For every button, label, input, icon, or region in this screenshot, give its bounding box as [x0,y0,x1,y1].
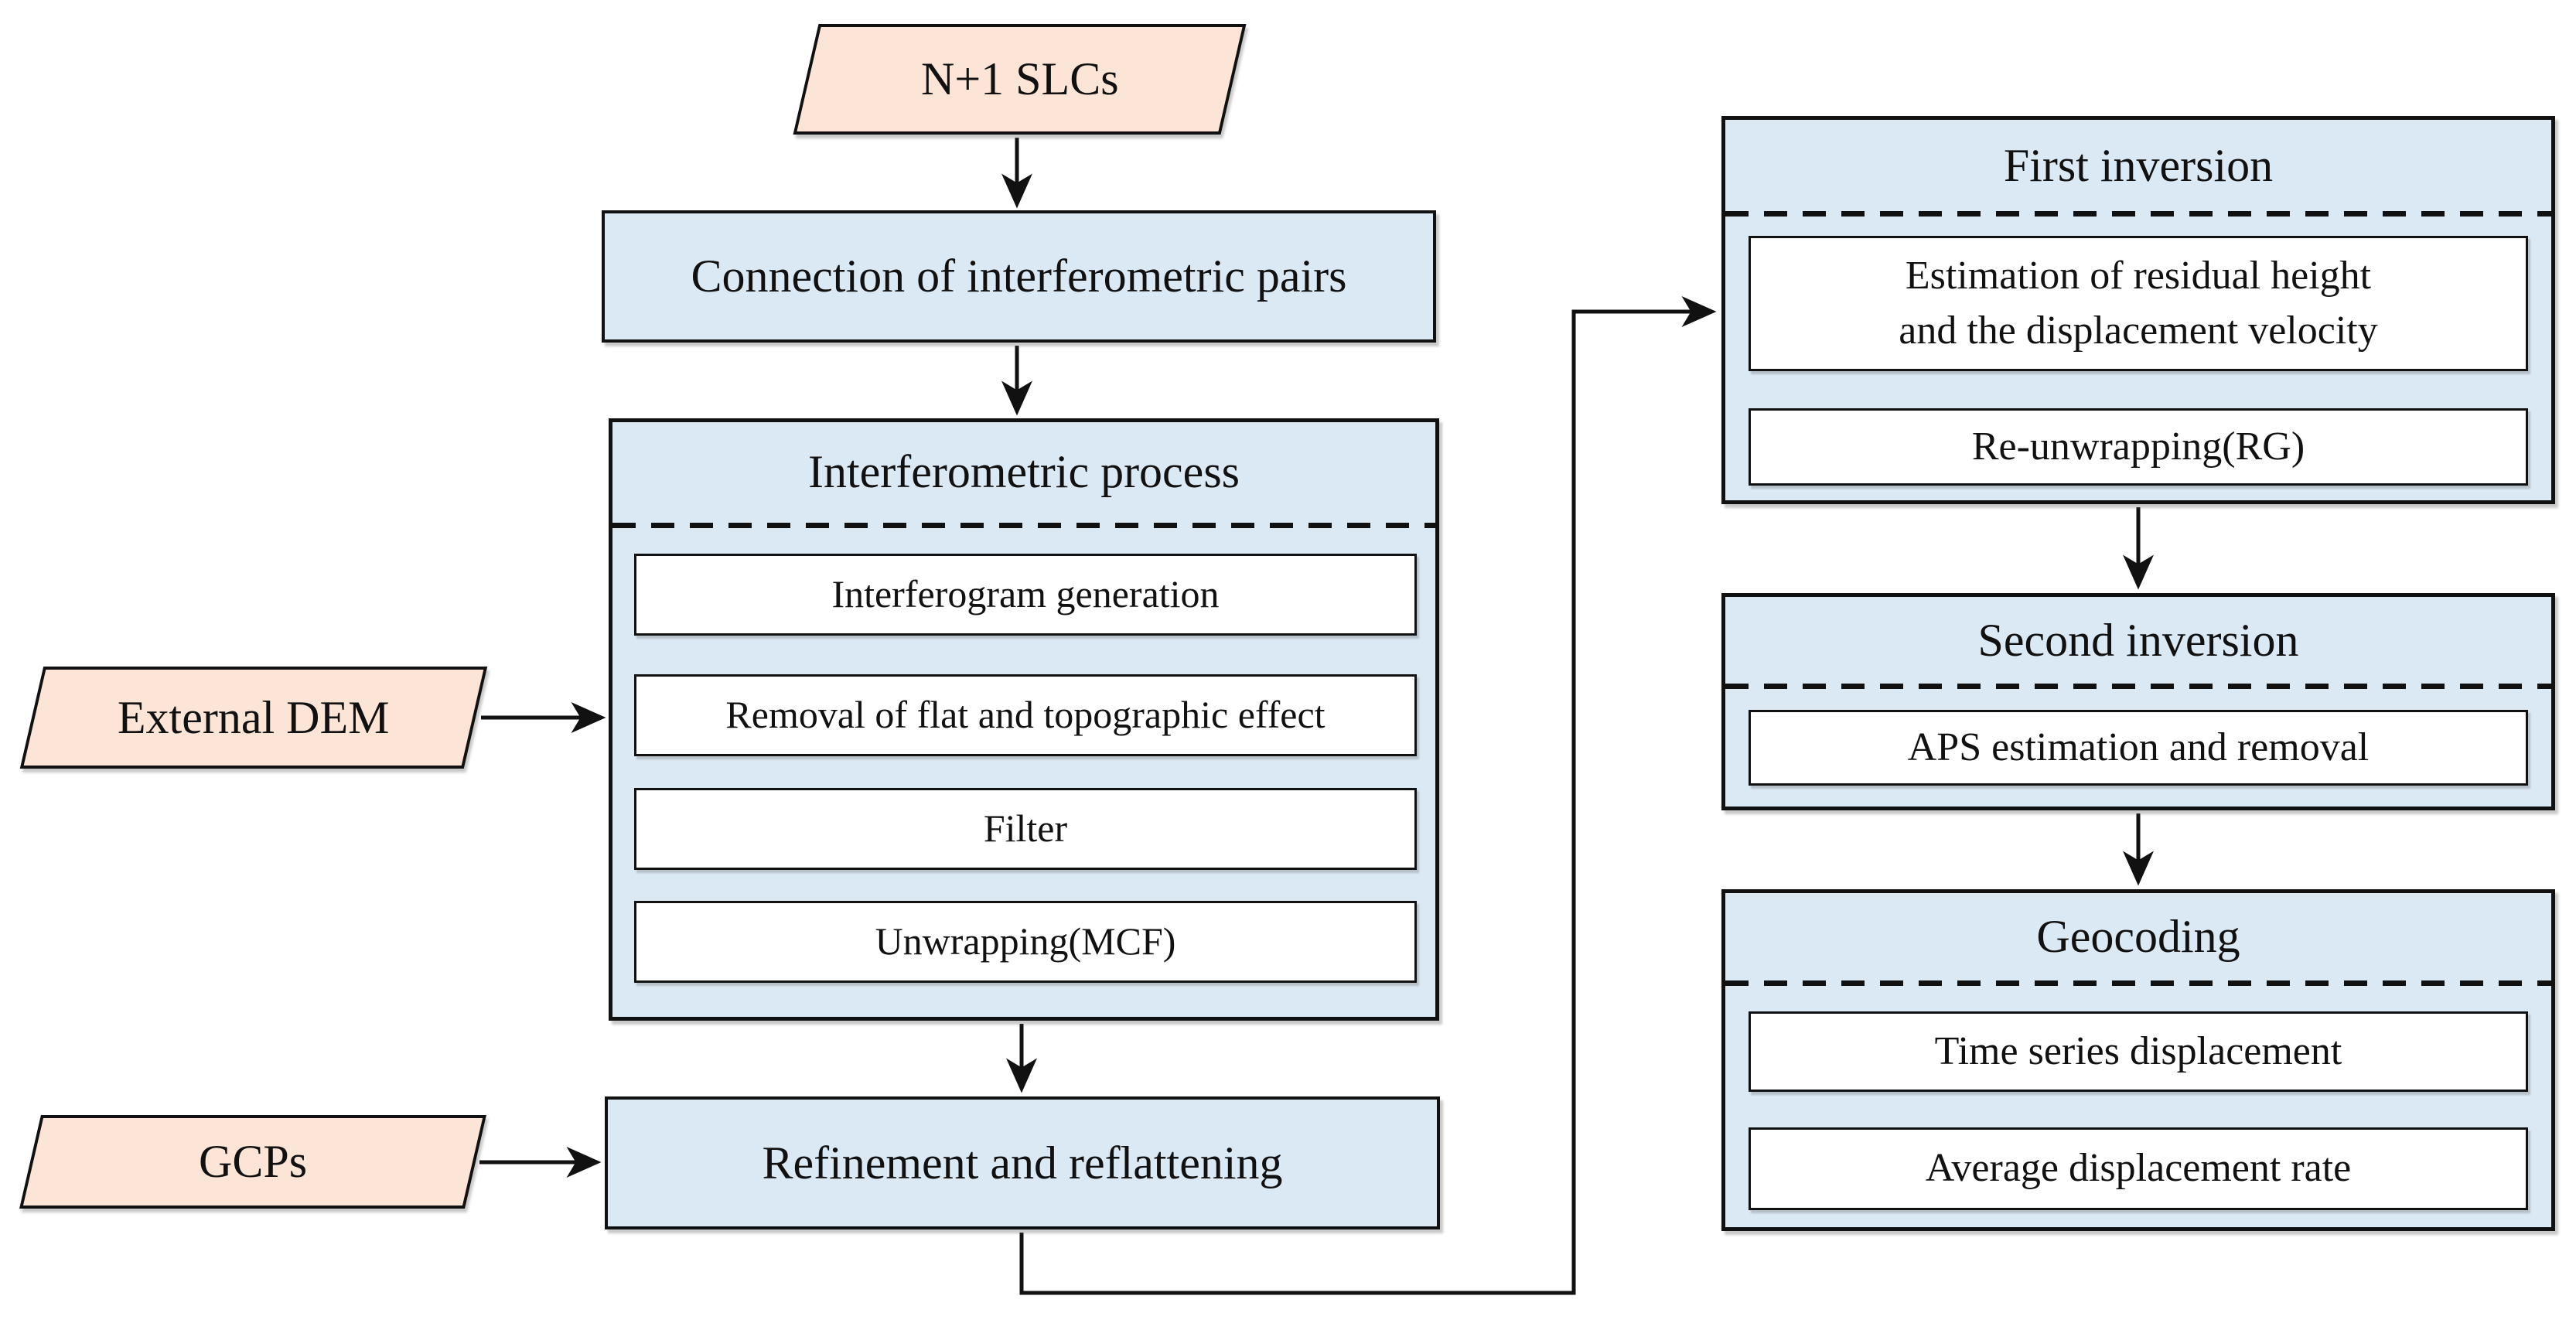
second-inversion-title: Second inversion [1977,615,2299,666]
step-filter: Filter [634,788,1417,870]
node-connection: Connection of interferometric pairs [602,210,1436,343]
node-external-dem-label: External DEM [118,691,390,743]
geocoding-title: Geocoding [2036,911,2240,962]
dashed-separator [612,523,1435,528]
node-geocoding: Geocoding Time series displacement Avera… [1721,889,2555,1231]
node-second-inversion: Second inversion APS estimation and remo… [1721,593,2555,810]
node-connection-label: Connection of interferometric pairs [691,251,1347,302]
node-gcps-label: GCPs [198,1136,308,1187]
step-estimation-line2: and the displacement velocity [1899,308,2378,353]
step-interferogram-generation: Interferogram generation [634,554,1417,636]
node-slcs-label: N+1 SLCs [920,53,1119,104]
dashed-separator [1725,684,2551,689]
interferometric-process-title: Interferometric process [807,446,1240,497]
node-refinement: Refinement and reflattening [605,1096,1440,1229]
dashed-separator [1725,211,2551,217]
step-average-displacement-rate: Average displacement rate [1749,1127,2528,1210]
node-gcps: GCPs [19,1115,486,1209]
node-refinement-label: Refinement and reflattening [762,1137,1283,1188]
step-removal-flat-topographic: Removal of flat and topographic effect [634,674,1417,756]
node-first-inversion: First inversion Estimation of residual h… [1721,116,2555,504]
step-estimation-residual-height: Estimation of residual height and the di… [1749,236,2528,371]
step-estimation-line1: Estimation of residual height [1905,254,2372,298]
node-external-dem: External DEM [19,667,488,769]
step-reunwrapping-rg: Re-unwrapping(RG) [1749,408,2528,486]
dashed-separator [1725,980,2551,986]
arrow-refinement-to-first-inversion [1019,296,1717,1295]
step-unwrapping-mcf: Unwrapping(MCF) [634,901,1417,983]
step-time-series-displacement: Time series displacement [1749,1011,2528,1092]
first-inversion-title: First inversion [2003,140,2274,191]
node-slcs: N+1 SLCs [793,24,1247,135]
node-interferometric-process: Interferometric process Interferogram ge… [609,418,1439,1021]
step-aps-estimation-removal: APS estimation and removal [1749,710,2528,786]
